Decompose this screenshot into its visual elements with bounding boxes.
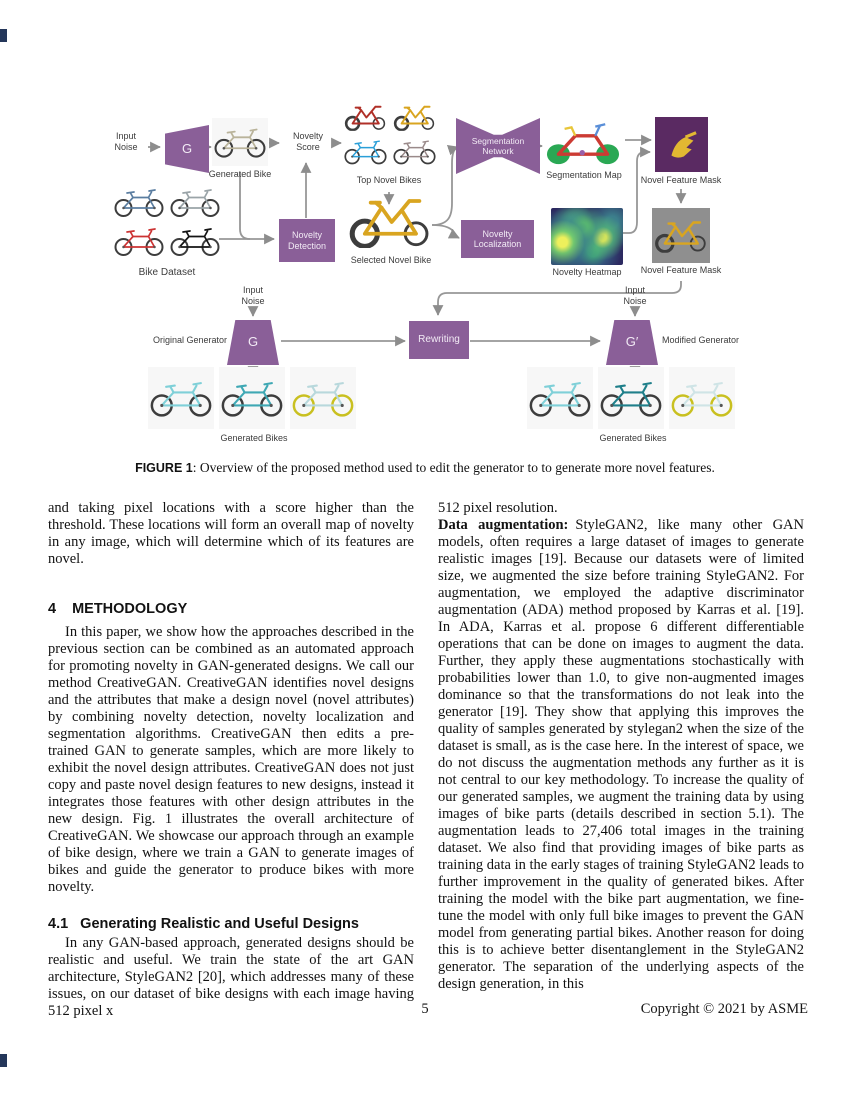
label-original-generator: Original Generator: [152, 335, 227, 345]
section-4-title: METHODOLOGY: [72, 601, 188, 617]
data-augmentation-paragraph: Data augmentation:StyleGAN2, like many o…: [438, 517, 804, 993]
novel-feature-mask-overlay-image: [652, 208, 710, 263]
label-bike-dataset: Bike Dataset: [138, 267, 196, 278]
data-augmentation-text: StyleGAN2, like many other GAN models, o…: [438, 517, 804, 992]
label-novelty-score: Novelty Score: [292, 131, 323, 152]
generated-bikes-modified-images: [527, 367, 735, 429]
section-4-1-number: 4.1: [48, 916, 69, 932]
crop-mark-bottom: [0, 1054, 7, 1067]
section-4-1-paragraph: In any GAN-based approach, generated des…: [48, 935, 414, 1019]
generator-block: G: [165, 125, 209, 173]
section-4-heading: 4 METHODOLOGY: [48, 601, 414, 618]
bike-dataset-images: [114, 185, 220, 261]
diagram-arrows: [148, 134, 687, 377]
label-generated-bikes-2: Generated Bikes: [599, 433, 667, 443]
label-generated-bike: Generated Bike: [208, 169, 272, 179]
section-4-1-title: Generating Realistic and Useful Designs: [80, 916, 359, 932]
label-segmentation-map: Segmentation Map: [546, 170, 622, 180]
label-top-novel-bikes: Top Novel Bikes: [356, 175, 422, 185]
section-4-number: 4: [48, 601, 57, 617]
crop-mark-top: [0, 29, 7, 42]
label-modified-generator: Modified Generator: [662, 335, 740, 345]
label-novel-feature-mask-1: Novel Feature Mask: [640, 175, 722, 185]
generated-bikes-original-images: [148, 367, 356, 429]
figure-caption-label: FIGURE 1: [135, 461, 193, 475]
left-column: and taking pixel locations with a score …: [48, 500, 414, 1020]
label-novel-feature-mask-2: Novel Feature Mask: [640, 265, 722, 275]
modified-generator-block: G′: [606, 320, 658, 365]
top-novel-bikes-images: [344, 103, 436, 169]
label-input-noise-1: Input Noise: [114, 131, 138, 152]
figure-caption: FIGURE 1: Overview of the proposed metho…: [0, 460, 850, 476]
label-generated-bikes-1: Generated Bikes: [220, 433, 288, 443]
generated-bike-image: [212, 118, 268, 166]
label-selected-novel-bike: Selected Novel Bike: [350, 255, 432, 265]
rewriting-block: Rewriting: [409, 321, 469, 359]
figure-caption-text: : Overview of the proposed method used t…: [192, 460, 715, 475]
page-number: 5: [421, 1001, 429, 1017]
label-novelty-heatmap: Novelty Heatmap: [552, 267, 622, 277]
right-column: 512 pixel resolution. Data augmentation:…: [438, 500, 804, 993]
novelty-detection-block: Novelty Detection: [279, 219, 335, 262]
label-input-noise-3: Input Noise: [623, 285, 647, 306]
intro-paragraph: and taking pixel locations with a score …: [48, 500, 414, 567]
continuation-line: 512 pixel resolution.: [438, 500, 558, 516]
methodology-paragraph: In this paper, we show how the approache…: [48, 624, 414, 895]
original-generator-block: G: [227, 320, 279, 365]
novel-feature-mask-image: [655, 117, 708, 172]
segmentation-map-image: [544, 122, 624, 168]
novelty-heatmap-image: [551, 208, 623, 265]
data-augmentation-label: Data augmentation:: [438, 517, 569, 533]
section-4-1-heading: 4.1 Generating Realistic and Useful Desi…: [48, 916, 414, 933]
copyright-notice: Copyright © 2021 by ASME: [640, 1001, 808, 1017]
novelty-localization-block: Novelty Localization: [461, 220, 534, 258]
selected-novel-bike-image: [348, 195, 432, 253]
figure-1-diagram: Input Noise G Generated Bike Novelty Sco…: [0, 95, 850, 461]
label-input-noise-2: Input Noise: [241, 285, 265, 306]
